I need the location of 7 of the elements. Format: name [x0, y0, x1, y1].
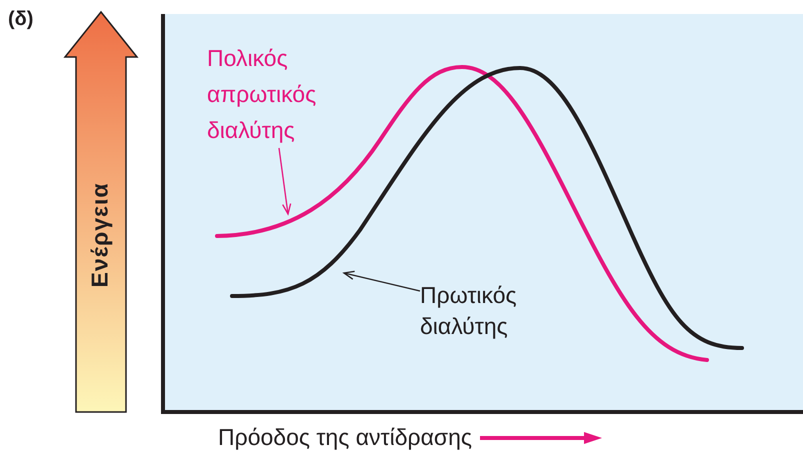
curve-label: Πολικός απρωτικός διαλύτης [207, 40, 357, 148]
axis-label: Πρόοδος της αντίδρασης [218, 424, 472, 451]
axis-label: Ενέργεια [86, 182, 114, 288]
leader-line [342, 270, 420, 292]
panel-label: (δ) [8, 8, 34, 31]
leader-line [278, 148, 292, 216]
curve-label: Πρωτικός διαλύτης [420, 280, 570, 342]
